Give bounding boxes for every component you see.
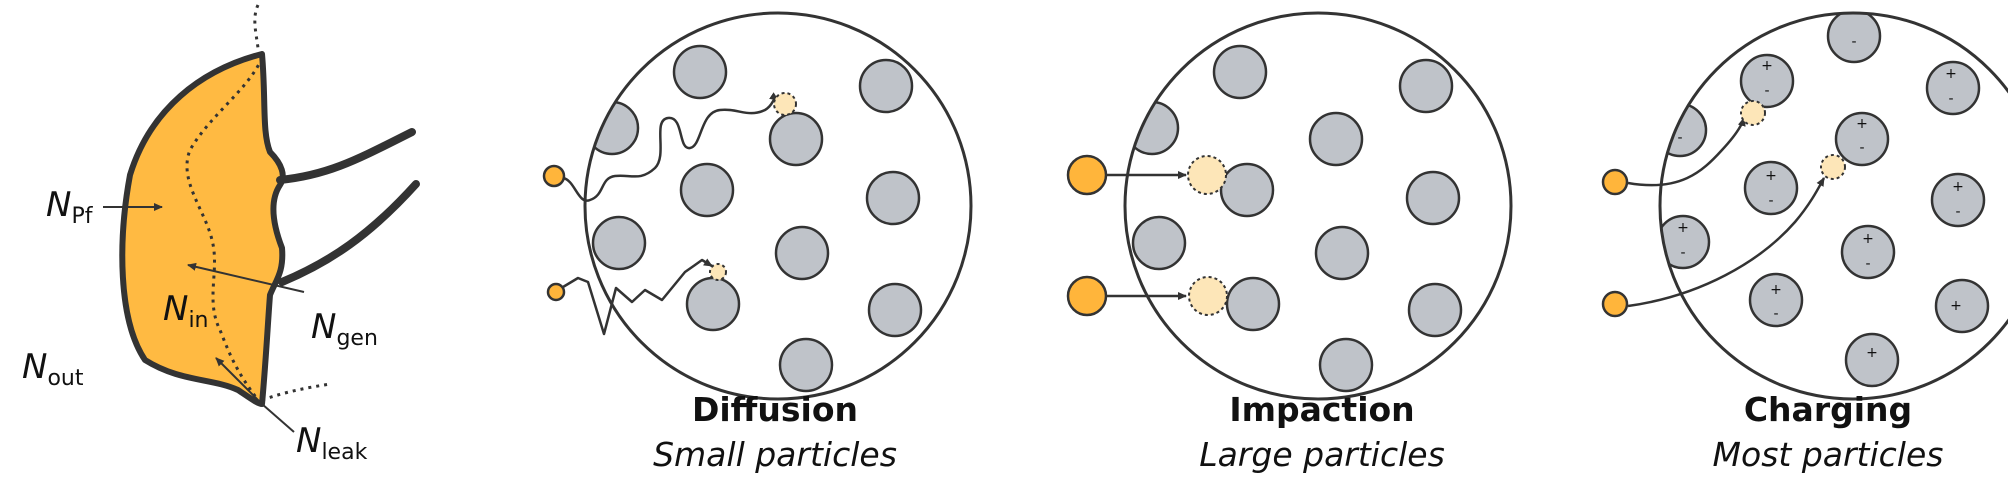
svg-text:-: - [1773,306,1778,322]
charged-fiber: + - [1739,53,1795,109]
svg-text:-: - [1865,256,1870,272]
charged-fiber: + [1934,278,1990,334]
captured-particle [773,92,797,116]
n-in-label: Nin [163,289,209,333]
fiber [1318,337,1374,393]
fiber [1405,170,1461,226]
panel-subtitle: Small particles [653,435,897,474]
fiber [1225,276,1281,332]
filter-section-circle [1658,11,2008,401]
fiber [865,170,921,226]
charged-fiber: + [1844,332,1900,388]
inner-face-line [185,57,264,401]
particle [1066,275,1108,317]
fiber [1212,44,1268,100]
captured-particle [1188,276,1228,316]
fiber [774,225,830,281]
fiber [679,162,735,218]
mask-body [119,51,286,407]
particle [542,164,566,188]
nleak-arrow [215,357,263,405]
particle [1601,290,1629,318]
upper-strap [276,128,416,184]
svg-text:+: + [1945,66,1957,82]
fiber [1407,282,1463,338]
diffusion-path-upper [562,92,779,202]
svg-text:-: - [1859,140,1864,156]
charged-fiber: + - [1925,60,1981,116]
fiber [685,276,741,332]
filter-section-circle [583,11,973,401]
particle [1601,168,1629,196]
charged-fiber: + - [1834,111,1890,167]
panel-title: Charging [1744,390,1912,429]
charged-fiber: + - [1840,224,1896,280]
n-leak-label: Nleak [296,421,368,465]
charging-panel: - + - + - - + - + [1601,11,2008,474]
fiber [1131,215,1187,271]
panel-title: Diffusion [692,390,858,429]
filter-section-circle [1123,11,1513,401]
panel-subtitle: Most particles [1713,435,1944,474]
captured-particle [709,263,727,281]
fiber [1314,225,1370,281]
svg-text:+: + [1862,231,1874,247]
svg-text:+: + [1866,345,1878,361]
panel-title: Impaction [1229,390,1414,429]
svg-text:+: + [1761,58,1773,74]
fiber [768,111,824,167]
svg-text:-: - [1955,204,1960,220]
n-pf-label: NPf [46,185,94,229]
fiber [1398,58,1454,114]
n-out-label: Nout [22,347,84,391]
ngen-arrow [187,262,305,293]
fiber [1308,111,1364,167]
fiber [591,215,647,271]
fiber [672,44,728,100]
svg-text:-: - [1677,130,1682,146]
chin-profile-line [261,382,331,402]
fiber [1219,162,1275,218]
charging-path-upper [1627,117,1746,187]
diffusion-path-lower [562,258,713,336]
impaction-panel: Impaction Large particles [1066,11,1513,474]
n-gen-label: Ngen [311,307,378,351]
svg-text:+: + [1770,282,1782,298]
charged-fiber: + - [1743,160,1799,216]
charged-fiber: - [1660,102,1708,158]
charging-path-lower [1627,177,1826,308]
svg-text:-: - [1768,193,1773,209]
charged-fiber: - [1826,13,1882,64]
charged-fiber: + - [1748,272,1804,328]
svg-text:+: + [1856,116,1868,132]
svg-text:-: - [1948,91,1953,107]
captured-particle [1187,155,1227,195]
svg-text:+: + [1765,168,1777,184]
particle [1066,154,1108,196]
particle [546,282,566,302]
svg-text:+: + [1950,298,1962,314]
svg-text:-: - [1851,34,1856,50]
charged-fiber: + - [1660,214,1711,270]
panel-subtitle: Large particles [1199,435,1445,474]
nleak-pointer [261,403,295,433]
diffusion-panel: Diffusion Small particles [542,11,973,474]
respirator-illustration: NPf Nin Ngen Nout Nleak [22,4,420,465]
captured-particle [1740,100,1766,126]
fiber [778,337,834,393]
svg-text:+: + [1952,179,1964,195]
captured-particle [1820,154,1846,180]
fiber [867,282,923,338]
svg-text:+: + [1677,220,1689,236]
fiber [858,58,914,114]
charged-fiber: + - [1930,172,1986,228]
svg-text:-: - [1680,245,1685,261]
svg-text:-: - [1764,83,1769,99]
lower-strap [278,180,420,286]
